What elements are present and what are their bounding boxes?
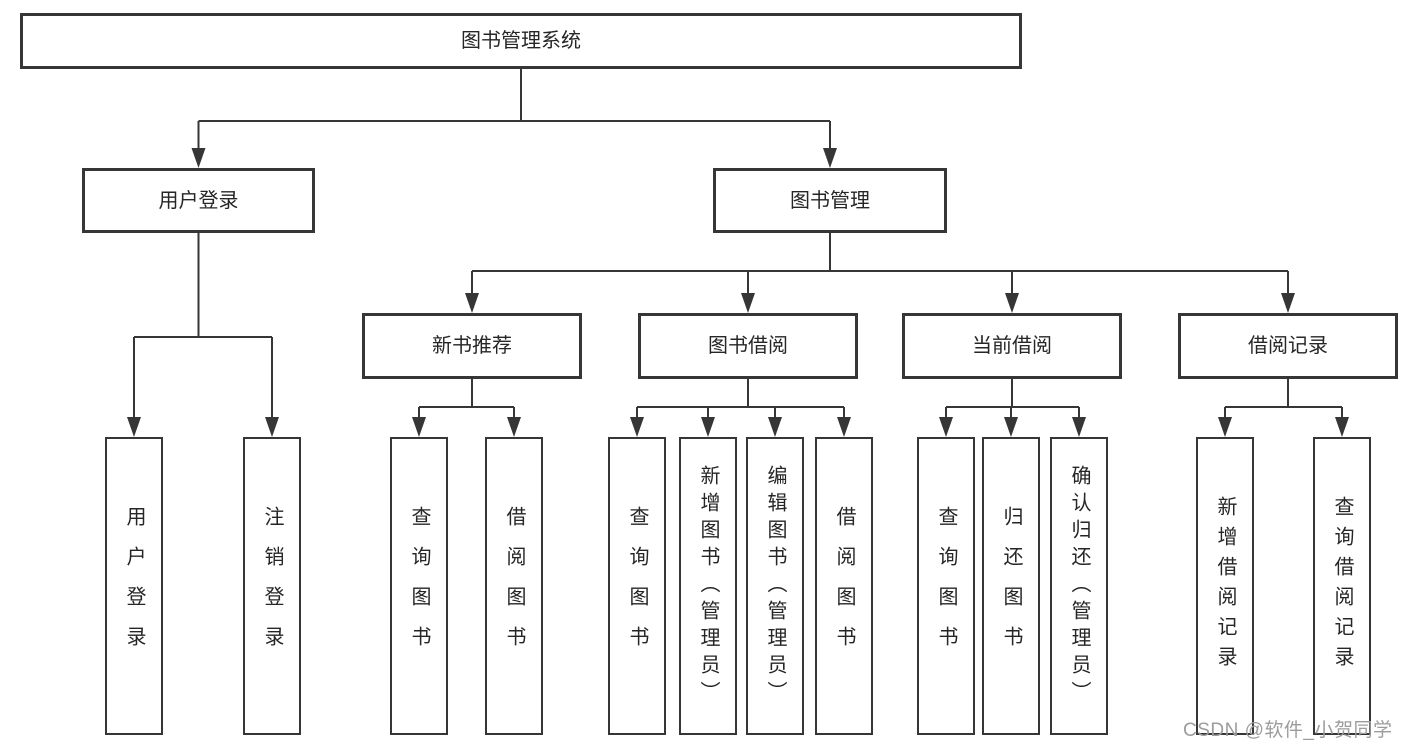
watermark: CSDN @软件_小贺同学 <box>1183 720 1393 741</box>
node-label: 借阅记录 <box>1248 335 1328 357</box>
node-label: 归还图书 <box>1000 506 1022 666</box>
node-label: 借阅图书 <box>503 506 525 666</box>
node-new-book-recommendation: 新书推荐 <box>362 313 582 379</box>
node-current-borrowing: 当前借阅 <box>902 313 1122 379</box>
node-label: 图书借阅 <box>708 335 788 357</box>
node-label: 查询图书 <box>935 506 957 666</box>
node-label: 借阅图书 <box>833 506 855 666</box>
leaf-add-books-admin: 新增图书（管理员） <box>679 437 737 735</box>
node-label: 用户登录 <box>123 506 145 666</box>
leaf-query-books-current: 查询图书 <box>917 437 975 735</box>
leaf-query-books-recommend: 查询图书 <box>390 437 448 735</box>
leaf-add-borrow-records: 新增借阅记录 <box>1196 437 1254 735</box>
node-label: 用户登录 <box>158 189 239 212</box>
node-book-borrowing: 图书借阅 <box>638 313 858 379</box>
node-label: 图书管理系统 <box>461 30 581 52</box>
node-label: 注销登录 <box>261 506 283 666</box>
node-label: 查询图书 <box>408 506 430 666</box>
node-label: 编辑图书（管理员） <box>764 464 786 708</box>
leaf-borrow-books-recommend: 借阅图书 <box>485 437 543 735</box>
node-label: 新增图书（管理员） <box>697 464 719 708</box>
node-user-login: 用户登录 <box>82 168 315 233</box>
node-library-system: 图书管理系统 <box>20 13 1022 69</box>
node-label: 确认归还（管理员） <box>1068 464 1090 708</box>
leaf-edit-books-admin: 编辑图书（管理员） <box>746 437 804 735</box>
leaf-return-books: 归还图书 <box>982 437 1040 735</box>
leaf-user-login: 用户登录 <box>105 437 163 735</box>
node-book-management: 图书管理 <box>713 168 947 233</box>
node-label: 新增借阅记录 <box>1214 496 1236 676</box>
leaf-borrow-books-borrowing: 借阅图书 <box>815 437 873 735</box>
leaf-query-books-borrowing: 查询图书 <box>608 437 666 735</box>
node-label: 新书推荐 <box>432 335 512 357</box>
node-borrowing-records: 借阅记录 <box>1178 313 1398 379</box>
node-label: 查询借阅记录 <box>1331 496 1353 676</box>
node-label: 查询图书 <box>626 506 648 666</box>
leaf-query-borrow-records: 查询借阅记录 <box>1313 437 1371 735</box>
node-label: 当前借阅 <box>972 335 1052 357</box>
leaf-logout: 注销登录 <box>243 437 301 735</box>
node-label: 图书管理 <box>790 189 870 212</box>
leaf-confirm-return-admin: 确认归还（管理员） <box>1050 437 1108 735</box>
